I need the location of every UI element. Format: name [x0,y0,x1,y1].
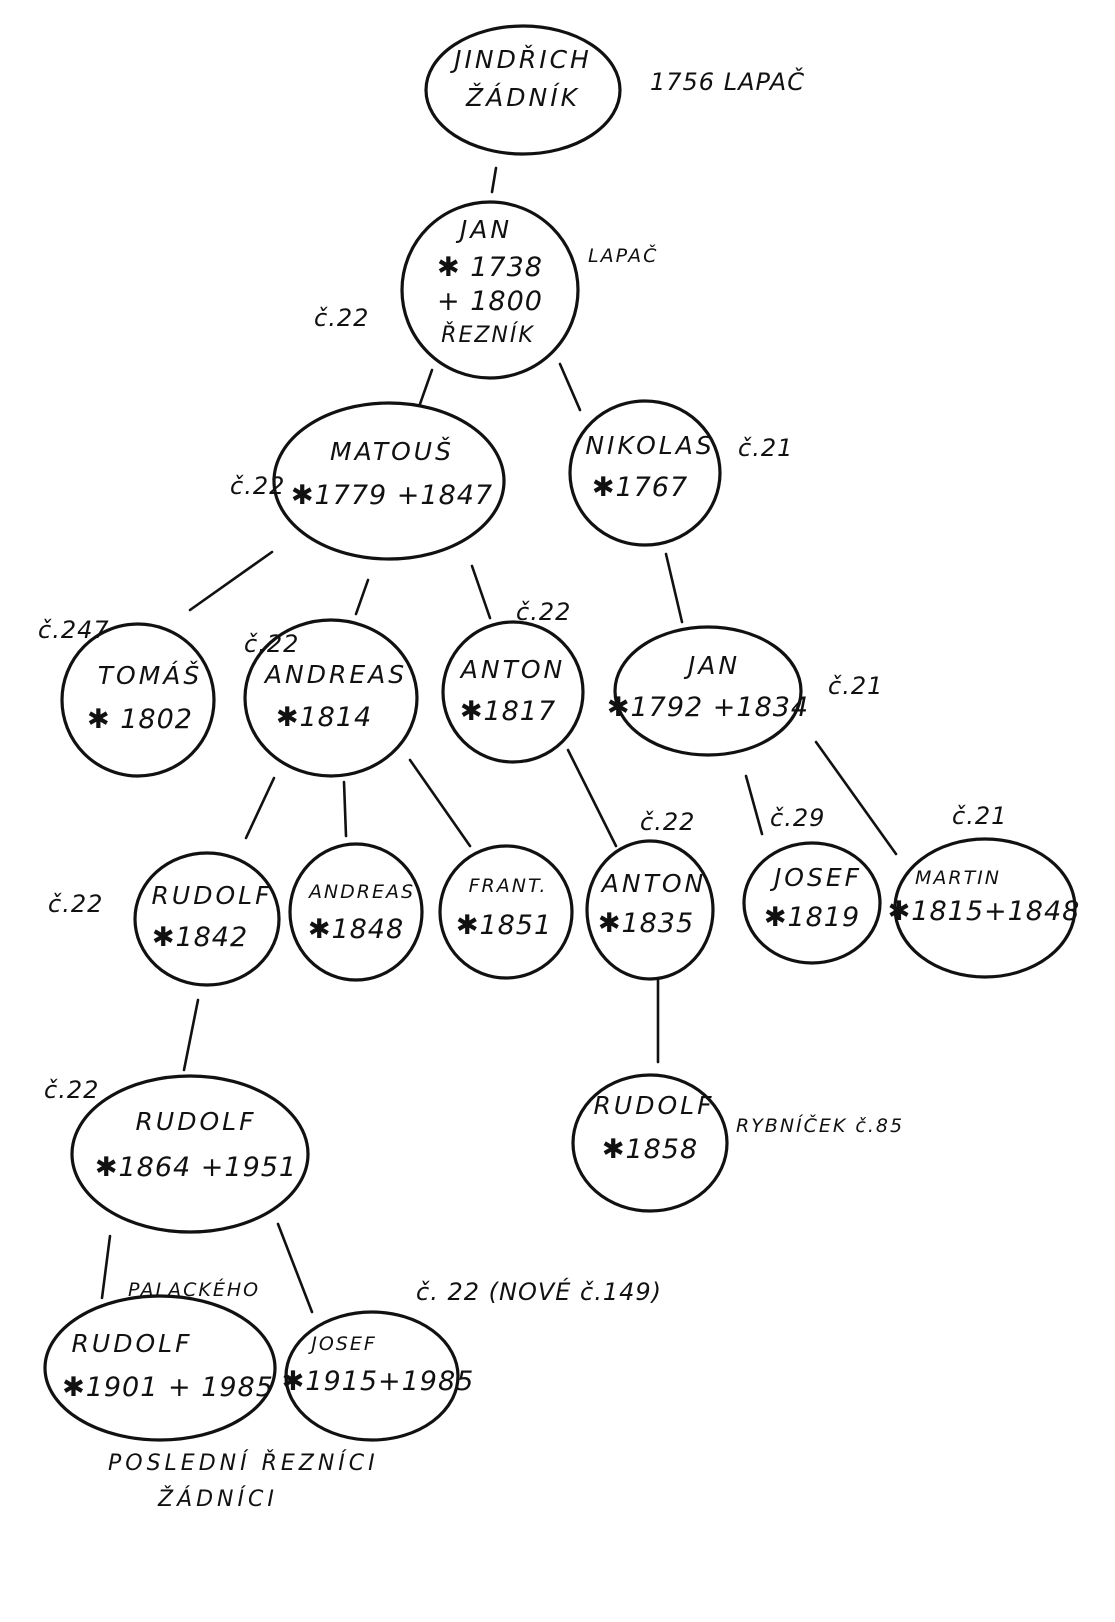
person-martin: MARTIN ✱1815+1848 [888,837,1081,979]
person-dates: ✱1901 + 1985 [62,1372,274,1403]
person-birth: ✱ 1738 [437,252,543,283]
person-dates: ✱1767 [592,472,688,503]
edge-matous-anton [470,564,492,620]
rudolf-1864-house-number: č.22 [44,1076,99,1104]
person-name: JOSEF [307,1333,377,1355]
person-nikolas: NIKOLAS ✱1767 [568,399,722,547]
person-dates: ✱1779 +1847 [291,480,493,511]
person-name: FRANT. [469,875,548,897]
edge-nikolas-jan [664,552,684,624]
person-dates: ✱1858 [602,1134,698,1165]
footer-line-1: POSLEDNÍ ŘEZNÍCI [108,1450,379,1476]
person-dates: ✱1792 +1834 [607,692,809,723]
person-dates: ✱1864 +1951 [95,1152,297,1183]
jindrich-note: 1756 LAPAČ [650,66,805,96]
person-frant-1851: FRANT. ✱1851 [438,844,574,980]
jan-1738-place: LAPAČ [588,243,658,267]
person-dates: ✱1835 [598,908,694,939]
person-name: RUDOLF [136,1107,257,1136]
person-name: NIKOLAS [585,431,714,460]
footer-note: POSLEDNÍ ŘEZNÍCI ŽÁDNÍCI [108,1450,379,1512]
rudolf-1901-street: PALACKÉHO [128,1278,260,1301]
person-anton-1835: ANTON ✱1835 [585,839,715,981]
person-name: RUDOLF [594,1091,715,1120]
person-dates: ✱1851 [456,910,552,941]
rudolf-1858-place: RYBNÍČEK č.85 [736,1113,904,1137]
person-name: JOSEF [769,863,862,892]
person-dates: ✱1815+1848 [888,896,1081,927]
edge-matous-andreas [354,578,370,616]
person-name: ANDREAS [263,660,407,689]
person-tomas: TOMÁŠ ✱ 1802 [60,622,216,778]
rudolf-1842-house-number: č.22 [48,890,103,918]
edge-andreas-frant [408,758,472,848]
person-dates: ✱1915+1985 [282,1366,475,1397]
person-josef-1819: JOSEF ✱1819 [742,841,882,965]
edge-rudolf-rudolf-1901 [100,1234,112,1300]
edge-andreas-andreas [342,780,348,838]
person-jan-1792: JAN ✱1792 +1834 [607,625,809,757]
nikolas-house-number: č.21 [738,434,793,462]
anton-1817-house-number: č.22 [516,598,571,626]
josef-1915-house-number: č. 22 (NOVÉ č.149) [416,1277,662,1306]
footer-line-2: ŽÁDNÍCI [157,1486,278,1512]
person-anton-1817: ANTON ✱1817 [441,620,585,764]
person-josef-1915: JOSEF ✱1915+1985 [282,1310,475,1442]
person-rudolf-1901: RUDOLF ✱1901 + 1985 [43,1294,277,1442]
person-name: MATOUŠ [330,436,454,466]
person-name: JAN [455,215,512,244]
anton-1835-house-number: č.22 [640,808,695,836]
edge-matous-tomas [188,550,274,612]
person-dates: ✱ 1802 [87,704,193,735]
edge-jan-martin [814,740,898,856]
person-dates: ✱1817 [460,696,556,727]
tomas-house-number: č.247 [38,616,110,644]
person-name: ANTON [459,655,565,684]
person-andreas-1814: ANDREAS ✱1814 [243,618,419,778]
person-name: ANTON [600,869,706,898]
person-andreas-1848: ANDREAS ✱1848 [288,842,424,982]
person-surname: ŽÁDNÍK [465,83,580,112]
person-jan-1738: JAN ✱ 1738 + 1800 ŘEZNÍK [400,200,580,380]
andreas-1814-house-number: č.22 [244,630,299,658]
person-dates: ✱1814 [276,702,372,733]
edge-jan-matous [418,368,434,406]
josef-1819-house-number: č.29 [770,804,825,832]
person-name: RUDOLF [72,1329,193,1358]
person-dates: ✱1842 [152,922,248,953]
person-rudolf-1858: RUDOLF ✱1858 [571,1073,729,1213]
edge-jindrich-jan [490,166,498,194]
person-occupation: ŘEZNÍK [441,322,535,348]
person-name: TOMÁŠ [98,660,203,690]
tree-edges [100,166,898,1314]
person-name: JAN [683,651,740,680]
person-name: RUDOLF [152,881,273,910]
annotations: 1756 LAPAČ LAPAČ č.22 č.22 č.21 č.247 č.… [38,66,1007,1306]
edge-andreas-rudolf [244,776,276,840]
person-jindrich-zadnik: JINDŘICH ŽÁDNÍK [424,24,622,156]
person-rudolf-1864: RUDOLF ✱1864 +1951 [70,1074,310,1234]
person-name: MARTIN [915,867,1001,889]
jan-1738-house-number: č.22 [314,304,369,332]
edge-jan-nikolas [558,362,582,412]
person-matous: MATOUŠ ✱1779 +1847 [272,401,506,561]
person-dates: ✱1848 [308,914,404,945]
martin-house-number: č.21 [952,802,1007,830]
person-death: + 1800 [437,286,543,317]
edge-rudolf-josef-1915 [276,1222,314,1314]
jan-1792-house-number: č.21 [828,672,883,700]
person-name: ANDREAS [307,881,415,903]
person-dates: ✱1819 [764,902,860,933]
edge-anton-anton [566,748,618,848]
matous-house-number: č.22 [230,472,285,500]
person-name: JINDŘICH [449,45,592,74]
edge-jan-josef [744,774,764,836]
edge-rudolf-rudolf [182,998,200,1072]
person-rudolf-1842: RUDOLF ✱1842 [133,851,281,987]
